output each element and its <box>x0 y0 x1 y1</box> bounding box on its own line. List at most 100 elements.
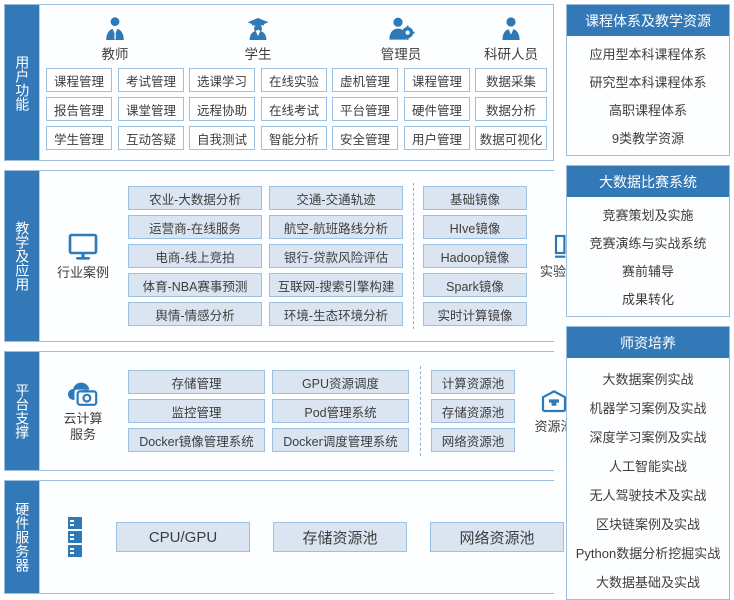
admin-icon <box>387 14 415 41</box>
chip[interactable]: 在线实验 <box>261 68 327 92</box>
section-label-teaching-application: 教学及应用 <box>5 171 39 341</box>
chip[interactable]: 农业-大数据分析 <box>128 186 262 210</box>
chip[interactable]: 数据采集 <box>475 68 547 92</box>
chip[interactable]: 安全管理 <box>332 126 398 150</box>
monitor-icon <box>66 232 100 262</box>
panel-items: 大数据案例实战 机器学习案例及实战 深度学习案例及实战 人工智能实战 无人驾驶技… <box>567 358 729 599</box>
section-body-hardware-servers: CPU/GPU 存储资源池 网络资源池 <box>39 481 568 593</box>
role-chip-grid: 数据采集 数据分析 数据可视化 <box>475 68 547 150</box>
chip[interactable]: 银行-贷款风险评估 <box>269 244 403 268</box>
vertical-divider <box>413 183 414 329</box>
chip[interactable]: 学生管理 <box>46 126 112 150</box>
panel-list-item[interactable]: 9类教学资源 <box>611 131 685 146</box>
section-hardware-servers: 硬件服务器 <box>4 480 568 594</box>
chip[interactable]: 交通-交通轨迹 <box>269 186 403 210</box>
panel-list-item[interactable]: Python数据分析挖掘实战 <box>575 546 721 561</box>
section-body-teaching-application: 行业案例 农业-大数据分析 运营商-在线服务 电商-线上竞拍 体育-NBA赛事预… <box>39 171 609 341</box>
role-name: 管理员 <box>380 47 422 62</box>
chip[interactable]: 平台管理 <box>332 97 398 121</box>
chip[interactable]: 互联网-搜索引擎构建 <box>269 273 403 297</box>
chip[interactable]: Hadoop镜像 <box>423 244 527 268</box>
left-column: 用户功能 教师 课 <box>4 4 609 594</box>
chip[interactable]: 计算资源池 <box>431 370 515 394</box>
panel-faculty-training: 师资培养 大数据案例实战 机器学习案例及实战 深度学习案例及实战 人工智能实战 … <box>566 326 730 600</box>
chip[interactable]: 用户管理 <box>404 126 470 150</box>
section-teaching-application: 教学及应用 行业案例 农业-大数据分 <box>4 170 609 342</box>
panel-list-item[interactable]: 大数据基础及实战 <box>595 575 700 590</box>
chip[interactable]: 存储管理 <box>128 370 265 394</box>
chip[interactable]: 电商-线上竞拍 <box>128 244 262 268</box>
chip[interactable]: Spark镜像 <box>423 273 527 297</box>
chip[interactable]: 航空-航班路线分析 <box>269 215 403 239</box>
panel-list-item[interactable]: 大数据案例实战 <box>602 372 694 387</box>
chip[interactable]: 运营商-在线服务 <box>128 215 262 239</box>
chip[interactable]: 体育-NBA赛事预测 <box>128 273 262 297</box>
chip[interactable]: 实时计算镜像 <box>423 302 527 326</box>
chip[interactable]: 基础镜像 <box>423 186 527 210</box>
chip[interactable]: 互动答疑 <box>118 126 184 150</box>
chip[interactable]: 存储资源池 <box>431 399 515 423</box>
panel-list-item[interactable]: 竞赛策划及实施 <box>602 208 694 223</box>
chip[interactable]: 在线考试 <box>261 97 327 121</box>
chip[interactable]: 课程管理 <box>46 68 112 92</box>
hardware-chip-row: CPU/GPU 存储资源池 网络资源池 <box>116 522 564 552</box>
chip[interactable]: 考试管理 <box>118 68 184 92</box>
server-rack-icon <box>44 515 106 559</box>
panel-items: 应用型本科课程体系 研究型本科课程体系 高职课程体系 9类教学资源 <box>567 36 729 155</box>
chip[interactable]: Docker调度管理系统 <box>272 428 409 452</box>
chip[interactable]: 选课学习 <box>189 68 255 92</box>
panel-list-item[interactable]: 赛前辅导 <box>621 264 674 279</box>
chip[interactable]: 报告管理 <box>46 97 112 121</box>
section-label-hardware-servers: 硬件服务器 <box>5 481 39 593</box>
teaching-row: 行业案例 农业-大数据分析 运营商-在线服务 电商-线上竞拍 体育-NBA赛事预… <box>40 171 609 341</box>
panel-list-item[interactable]: 机器学习案例及实战 <box>589 401 707 416</box>
role-admin: 管理员 虚机管理 平台管理 安全管理 课程管理 硬件管理 用户管理 <box>332 14 470 150</box>
chip[interactable]: 硬件管理 <box>404 97 470 121</box>
role-student: 学生 选课学习 远程协助 自我测试 在线实验 在线考试 智能分析 <box>189 14 327 150</box>
panel-list-item[interactable]: 深度学习案例及实战 <box>589 430 707 445</box>
panel-list-item[interactable]: 高职课程体系 <box>608 103 687 118</box>
panel-list-item[interactable]: 区块链案例及实战 <box>595 517 700 532</box>
chip[interactable]: 网络资源池 <box>430 522 564 552</box>
industry-case-label: 行业案例 <box>56 264 109 280</box>
chip[interactable]: 虚机管理 <box>332 68 398 92</box>
role-chip-grid: 选课学习 远程协助 自我测试 在线实验 在线考试 智能分析 <box>189 68 327 150</box>
student-icon <box>245 14 271 41</box>
panel-list-item[interactable]: 成果转化 <box>621 292 674 307</box>
chip[interactable]: HIve镜像 <box>423 215 527 239</box>
panel-course-system: 课程体系及教学资源 应用型本科课程体系 研究型本科课程体系 高职课程体系 9类教… <box>566 4 730 156</box>
chip[interactable]: 数据可视化 <box>475 126 547 150</box>
panel-list-item[interactable]: 人工智能实战 <box>608 459 687 474</box>
chip[interactable]: Docker镜像管理系统 <box>128 428 265 452</box>
cloud-service-badge: 云计算服务 <box>44 380 122 443</box>
role-group: 教师 课程管理 报告管理 学生管理 考试管理 课堂管理 互动答疑 <box>40 5 553 160</box>
panel-list-item[interactable]: 竞赛演练与实战系统 <box>589 236 707 251</box>
section-user-functions: 用户功能 教师 课 <box>4 4 554 161</box>
resource-pool-badge: 资源池 <box>515 388 593 435</box>
chip[interactable]: 远程协助 <box>189 97 255 121</box>
chip[interactable]: 自我测试 <box>189 126 255 150</box>
panel-list-item[interactable]: 无人驾驶技术及实战 <box>589 488 707 503</box>
chip[interactable]: 监控管理 <box>128 399 265 423</box>
chip[interactable]: 网络资源池 <box>431 428 515 452</box>
chip[interactable]: 环境-生态环境分析 <box>269 302 403 326</box>
role-chip-grid: 虚机管理 平台管理 安全管理 课程管理 硬件管理 用户管理 <box>332 68 470 150</box>
teacher-icon <box>102 14 128 41</box>
panel-items: 竞赛策划及实施 竞赛演练与实战系统 赛前辅导 成果转化 <box>567 197 729 316</box>
chip[interactable]: 舆情-情感分析 <box>128 302 262 326</box>
platform-column-1: 存储管理 监控管理 Docker镜像管理系统 <box>128 370 265 452</box>
chip[interactable]: GPU资源调度 <box>272 370 409 394</box>
platform-column-2: GPU资源调度 Pod管理系统 Docker调度管理系统 <box>272 370 409 452</box>
resource-pool-label: 资源池 <box>534 418 574 434</box>
chip[interactable]: 课程管理 <box>404 68 470 92</box>
chip[interactable]: 课堂管理 <box>118 97 184 121</box>
researcher-icon <box>499 14 523 41</box>
panel-list-item[interactable]: 研究型本科课程体系 <box>589 75 707 90</box>
chip[interactable]: 存储资源池 <box>273 522 407 552</box>
chip[interactable]: 智能分析 <box>261 126 327 150</box>
section-body-platform-support: 云计算服务 存储管理 监控管理 Docker镜像管理系统 GPU资源调度 Pod… <box>39 352 597 470</box>
chip[interactable]: 数据分析 <box>475 97 547 121</box>
panel-list-item[interactable]: 应用型本科课程体系 <box>589 47 707 62</box>
chip[interactable]: CPU/GPU <box>116 522 250 552</box>
chip[interactable]: Pod管理系统 <box>272 399 409 423</box>
